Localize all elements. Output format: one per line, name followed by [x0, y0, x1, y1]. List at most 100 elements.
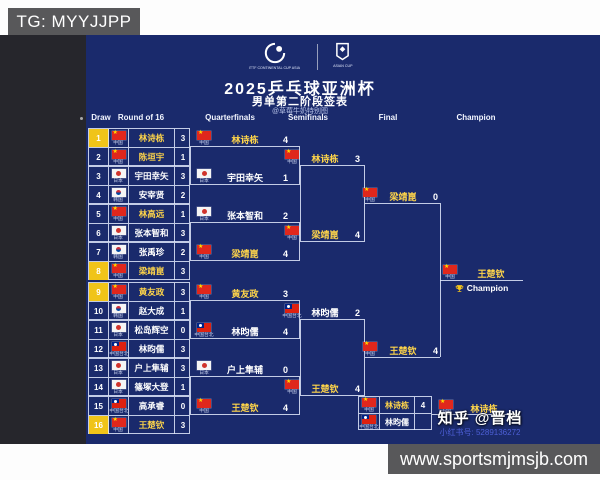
flag-stack: 中国: [284, 148, 300, 165]
flag-cell: 中国: [109, 148, 129, 166]
country-label: 日本: [113, 332, 124, 337]
country-label: 中国: [287, 389, 297, 395]
column-header-semifinals: Semifinals: [287, 113, 328, 122]
r16-row: 10 韩国 赵大成 1: [89, 302, 189, 320]
japan-flag-icon: [197, 361, 211, 370]
r16-row: 5 中国 林高远 1: [89, 205, 189, 224]
player-name: 梁靖崑: [231, 249, 259, 259]
column-header-round-of-16: Round of 16: [117, 113, 165, 122]
match-score: 3: [180, 171, 186, 181]
country-label: 中国台北: [109, 351, 129, 356]
match-score: 0: [180, 401, 186, 411]
r16-row: 2 中国 陈垣宇 1: [89, 148, 189, 166]
xiaohongshu-id-watermark: 小红书号: 5289136272: [439, 428, 521, 437]
final-line-top: [365, 203, 440, 204]
flag-cell: 中国: [109, 283, 129, 301]
flag-cell: 中国: [109, 129, 129, 147]
r16-row: 8 中国 梁靖崑 3: [89, 262, 189, 280]
japan-flag-icon: [111, 168, 126, 178]
column-header-draw: Draw: [91, 113, 111, 122]
logo-divider: [317, 44, 319, 70]
flag-stack: 日本: [196, 169, 212, 184]
match-score: 3: [180, 420, 186, 430]
country-label: 中国: [113, 294, 124, 299]
player-name: 户上隼辅: [226, 365, 263, 375]
player-name: 林诗栋: [470, 404, 498, 414]
chinese-taipei-flag-icon: [285, 304, 299, 313]
r16-row: 15 中国台北 高承睿 0: [89, 397, 189, 416]
flag-stack: 中国: [438, 398, 454, 415]
player-name: 王楚钦: [129, 416, 175, 434]
match-score: 1: [282, 173, 288, 183]
country-label: 日本: [199, 216, 209, 222]
qf-bracket-4: [190, 376, 300, 415]
r16-row: 11 日本 松岛辉空 0: [89, 321, 189, 340]
final-line-bottom: [365, 357, 440, 358]
country-label: 日本: [113, 178, 124, 183]
seed-number: 7: [89, 243, 109, 261]
r16-pair-8: 15 中国台北 高承睿 0 16 中国 王楚钦 3: [88, 396, 190, 434]
match-score: 4: [282, 135, 288, 145]
seed-number: 12: [89, 340, 109, 358]
champion-entry: 中国 王楚钦: [442, 263, 520, 280]
flag-cell: 中国: [109, 205, 129, 223]
r16-pair-4: 7 韩国 张禹珍 2 8 中国 梁靖崑 3: [88, 242, 190, 280]
player-name: 王楚钦: [231, 403, 259, 413]
player-name: 王楚钦: [389, 346, 417, 356]
china-flag-icon: [111, 129, 126, 140]
china-flag-icon: [111, 283, 126, 294]
sf-bracket-1: [300, 165, 365, 242]
ittf-continental-cup-logo: ITTF CONTINENTAL CUP ASIA: [246, 42, 303, 70]
flag-cell: 中国: [109, 416, 129, 434]
player-name: 林诗栋: [231, 135, 259, 145]
third-place-row: 中国 林诗栋 4: [359, 397, 431, 414]
match-score: 2: [180, 247, 186, 257]
qf-bracket-1: [190, 146, 300, 185]
player-name: 林诗栋: [380, 397, 415, 413]
column-header-final: Final: [378, 113, 398, 122]
match-score: 0: [282, 365, 288, 375]
final-entry: 中国 王楚钦 4: [362, 340, 438, 357]
country-label: 日本: [113, 389, 124, 394]
event-subtitle: 男单第二阶段签表: [252, 96, 348, 108]
bracket-background: [86, 35, 600, 444]
qf-entry: 日本 户上隼辅 0: [196, 359, 288, 376]
credit-line: @草莓牛奶特别图: [271, 108, 329, 115]
flag-cell: 日本: [109, 224, 129, 242]
qf-entry: 中国 梁靖崑 4: [196, 243, 288, 260]
asian-cup-logo: ASIAN CUP: [332, 42, 354, 68]
country-label: 中国: [287, 235, 297, 241]
flag-stack: 中国: [196, 397, 212, 414]
chinese-taipei-flag-icon: [111, 398, 126, 408]
r16-pair-6: 11 日本 松岛辉空 0 12 中国台北 林昀儒 3: [88, 320, 190, 358]
flag-cell: 日本: [109, 321, 129, 339]
japan-flag-icon: [197, 207, 211, 216]
player-name: 林高远: [129, 205, 175, 223]
match-score: 3: [354, 154, 360, 164]
japan-flag-icon: [111, 379, 126, 389]
r16-row: 9 中国 黄友政 3: [89, 283, 189, 302]
player-name: 户上隼辅: [129, 359, 175, 377]
player-name: 张禹珍: [129, 243, 175, 261]
china-flag-icon: [285, 224, 299, 235]
cup-logo-icon: [264, 42, 285, 64]
match-score: 4: [432, 346, 438, 356]
final-entry: 中国 梁靖崑 0: [362, 186, 438, 203]
player-name: 林诗栋: [129, 129, 175, 147]
korea-flag-icon: [111, 244, 126, 254]
country-label: 中国台北: [109, 408, 129, 413]
seed-number: 13: [89, 359, 109, 377]
sf-entry: 中国 梁靖崑 4: [284, 224, 360, 241]
chinese-taipei-flag-icon: [197, 323, 211, 332]
match-score: 4: [282, 249, 288, 259]
player-name: 林昀儒: [231, 327, 259, 337]
seed-number: 15: [89, 397, 109, 415]
match-score: 1: [180, 382, 186, 392]
sf-entry: 中国台北 林昀儒 2: [282, 302, 360, 319]
champion-line: [440, 280, 523, 281]
country-label: 中国: [113, 273, 124, 278]
flag-cell: 中国台北: [359, 414, 380, 430]
r16-pair-5: 9 中国 黄友政 3 10 韩国 赵大成 1: [88, 282, 190, 320]
flag-stack: 中国台北: [194, 323, 214, 338]
seed-number: 11: [89, 321, 109, 339]
